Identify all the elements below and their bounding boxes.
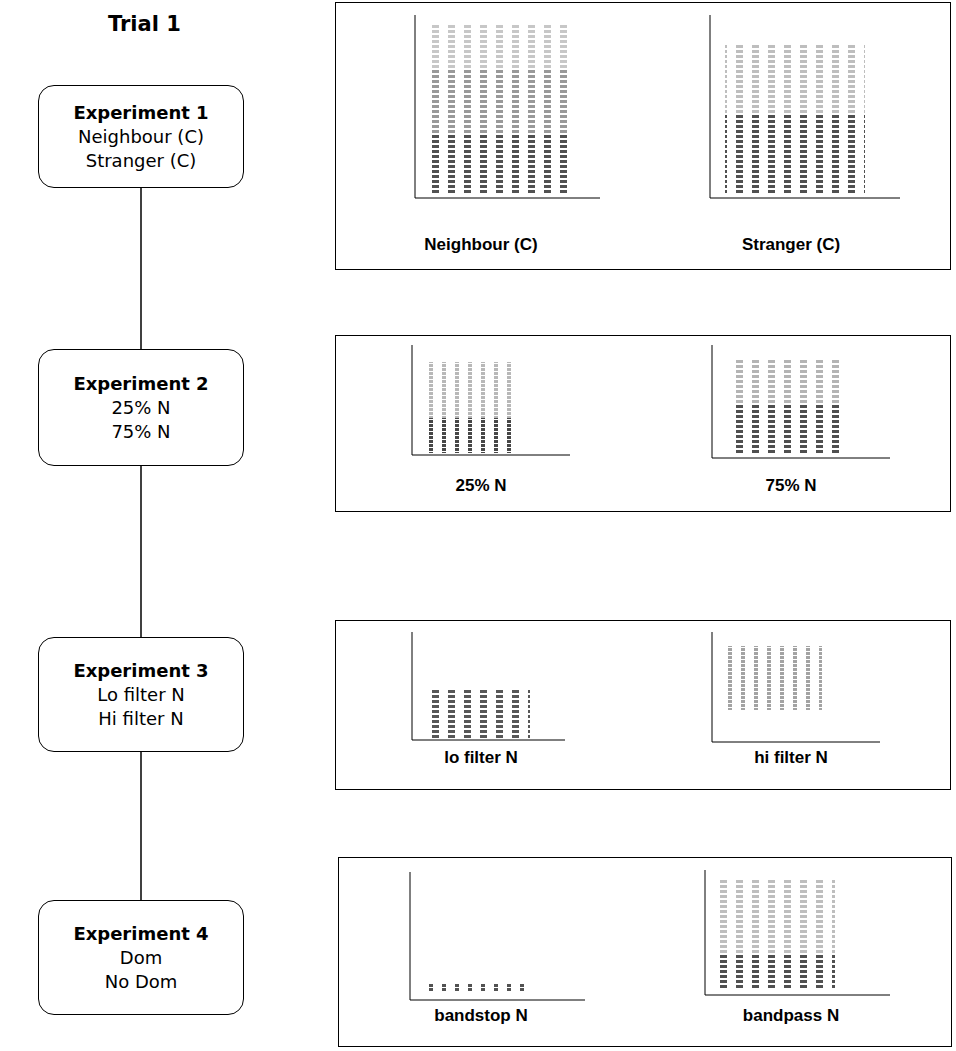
- spectrogram-label: 75% N: [765, 476, 816, 496]
- condition-label: Stranger (C): [86, 149, 197, 173]
- spectrogram-label: bandpass N: [743, 1006, 839, 1026]
- spectrogram-panel: lo filter N hi filter N: [335, 620, 951, 790]
- spectrogram-label: lo filter N: [444, 748, 518, 768]
- connector-line: [140, 188, 142, 349]
- condition-label: 75% N: [111, 420, 170, 444]
- spectrogram-panel: Neighbour (C) Stranger (C): [335, 2, 951, 270]
- spectrogram-label: 25% N: [455, 476, 506, 496]
- experiment-heading: Experiment 1: [73, 101, 208, 125]
- spectrogram-label: Neighbour (C): [424, 235, 537, 255]
- experiment-box: Experiment 1Neighbour (C)Stranger (C): [38, 85, 244, 188]
- experiment-box: Experiment 3Lo filter NHi filter N: [38, 637, 244, 752]
- experiment-heading: Experiment 3: [73, 659, 208, 683]
- connector-line: [140, 466, 142, 637]
- experiment-box: Experiment 225% N75% N: [38, 349, 244, 466]
- spectrogram-panel: bandstop N bandpass N: [338, 857, 952, 1047]
- condition-label: Dom: [120, 946, 162, 970]
- experiment-heading: Experiment 4: [73, 922, 208, 946]
- diagram-title: Trial 1: [108, 12, 181, 36]
- condition-label: No Dom: [105, 970, 178, 994]
- condition-label: 25% N: [111, 396, 170, 420]
- spectrogram-panel: 25% N 75% N: [335, 335, 951, 512]
- experiment-heading: Experiment 2: [73, 372, 208, 396]
- spectrogram-label: bandstop N: [434, 1006, 528, 1026]
- spectrogram-label: hi filter N: [754, 748, 828, 768]
- condition-label: Lo filter N: [97, 683, 185, 707]
- spectrogram-label: Stranger (C): [742, 235, 840, 255]
- condition-label: Neighbour (C): [78, 125, 204, 149]
- experiment-box: Experiment 4DomNo Dom: [38, 900, 244, 1015]
- connector-line: [140, 752, 142, 900]
- condition-label: Hi filter N: [98, 707, 183, 731]
